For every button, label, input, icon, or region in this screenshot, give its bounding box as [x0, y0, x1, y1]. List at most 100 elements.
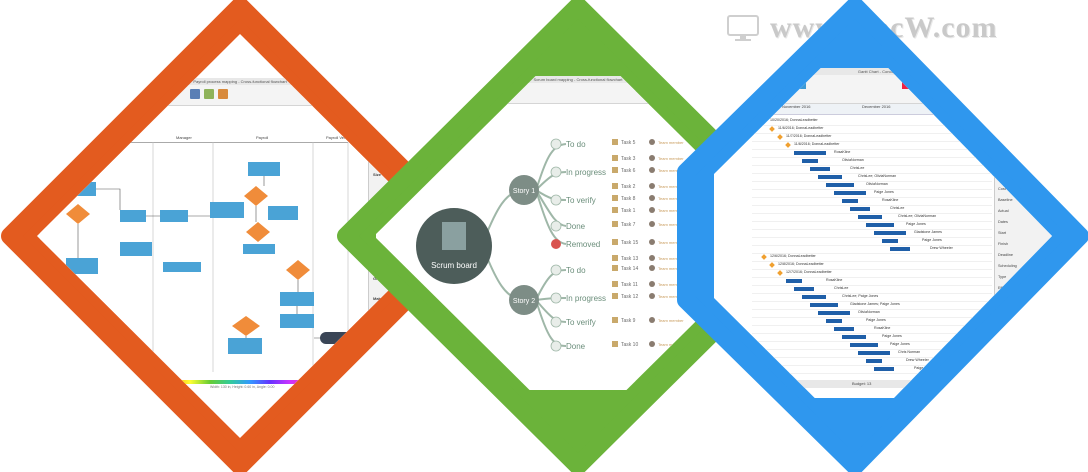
gantt-row-label: Paige Jones [874, 190, 894, 194]
milestone-marker[interactable] [761, 254, 767, 260]
task-bar[interactable] [834, 191, 866, 195]
gantt-row-label: RosaKline [826, 278, 843, 282]
gantt-row[interactable]: RosaKline [752, 278, 992, 286]
task-bar[interactable] [826, 183, 854, 187]
milestone-marker[interactable] [769, 262, 775, 268]
gantt-row[interactable]: 11/6/2016; DonnaLeadbetter [752, 126, 992, 134]
milestone-marker[interactable] [777, 270, 783, 276]
gantt-row[interactable]: 10/20/2016; DonnaLeadbetter [752, 118, 992, 126]
gantt-row[interactable]: 11/8/2016; DonnaLeadbetter [752, 142, 992, 150]
ribbon-icon[interactable] [912, 81, 920, 89]
task-bar[interactable] [866, 223, 894, 227]
task-bar[interactable] [842, 335, 866, 339]
task-bar[interactable] [866, 359, 882, 363]
side-field-label: Actual [998, 209, 1009, 213]
gantt-row[interactable]: ChrisLee; OliviaNorman [752, 174, 992, 182]
task-chip[interactable]: Task 7 Team member [612, 221, 684, 228]
gantt-row[interactable]: Paige Jones [752, 190, 992, 198]
milestone-marker[interactable] [761, 118, 767, 124]
task-bar[interactable] [858, 351, 890, 355]
gantt-row[interactable]: OliviaNorman [752, 158, 992, 166]
gantt-row[interactable]: RosaKline [752, 198, 992, 206]
gantt-row[interactable]: 12/8/2016; DonnaLeadbetter [752, 262, 992, 270]
gantt-row[interactable]: Drew Wheeler [752, 246, 992, 254]
ribbon-icon[interactable] [218, 89, 228, 99]
milestone-marker[interactable] [777, 134, 783, 140]
task-bar[interactable] [850, 343, 878, 347]
gantt-row[interactable]: ChrisLee [752, 166, 992, 174]
mindmap-canvas[interactable]: Scrum board Story 1 Story 2 To do In pro… [376, 100, 780, 390]
gantt-row[interactable]: ChrisLee; Paige Jones [752, 294, 992, 302]
ribbon-icon[interactable] [784, 81, 792, 89]
gantt-row[interactable]: Paige Jones [752, 222, 992, 230]
gantt-row[interactable]: Paige Jones [752, 334, 992, 342]
gantt-row[interactable]: Chris Norman [752, 350, 992, 358]
gantt-row-label: OliviaNorman [842, 158, 864, 162]
gantt-row-label: Paige Jones [866, 318, 886, 322]
ribbon-icon[interactable] [922, 81, 930, 89]
gantt-row[interactable]: Paige Jones [752, 238, 992, 246]
task-bar[interactable] [890, 247, 910, 251]
task-bar[interactable] [858, 215, 882, 219]
gantt-row[interactable]: OliviaNorman [752, 310, 992, 318]
task-bar[interactable] [802, 295, 826, 299]
avatar-icon [649, 341, 655, 347]
milestone-marker[interactable] [785, 142, 791, 148]
flowchart-canvas[interactable] [48, 142, 358, 382]
gantt-row[interactable]: RosaKline [752, 326, 992, 334]
gantt-row[interactable]: ChrisLee; OliviaNorman [752, 214, 992, 222]
gantt-row[interactable]: ChrisLee [752, 286, 992, 294]
task-bar[interactable] [810, 303, 838, 307]
gantt-row[interactable]: Paige Jones [752, 342, 992, 350]
ribbon-icon[interactable] [902, 81, 910, 89]
task-bar[interactable] [794, 151, 826, 155]
team-member-label: Team member [658, 222, 684, 227]
gantt-row[interactable]: Paige Jones [752, 366, 992, 374]
task-bar[interactable] [826, 319, 842, 323]
task-bar[interactable] [834, 327, 854, 331]
gantt-row[interactable]: Gladstone James; Paige Jones [752, 302, 992, 310]
gantt-row[interactable]: 11/7/2016; DonnaLeadbetter [752, 134, 992, 142]
gantt-row[interactable]: OliviaNorman [752, 182, 992, 190]
task-bar[interactable] [794, 287, 814, 291]
gantt-row[interactable]: Paige Jones [752, 318, 992, 326]
task-bar[interactable] [786, 279, 802, 283]
task-bar[interactable] [882, 239, 898, 243]
ribbon-icon[interactable] [798, 81, 806, 89]
gantt-row[interactable]: 12/7/2016; DonnaLeadbetter [752, 270, 992, 278]
task-label: Task 12 [621, 294, 638, 300]
task-bar[interactable] [874, 367, 894, 371]
gantt-row[interactable]: Gladstone James [752, 230, 992, 238]
color-palette[interactable] [150, 380, 350, 384]
task-label: Task 7 [621, 222, 636, 228]
ribbon-icon[interactable] [190, 89, 200, 99]
task-bar[interactable] [818, 175, 842, 179]
task-bar[interactable] [850, 207, 870, 211]
gantt-row[interactable]: RosaKline [752, 150, 992, 158]
task-bar[interactable] [810, 167, 830, 171]
task-bar[interactable] [802, 159, 818, 163]
story2-label: Story 2 [513, 298, 535, 305]
ribbon-icon[interactable] [204, 89, 214, 99]
gantt-row[interactable]: ChrisLee [752, 206, 992, 214]
gantt-row[interactable]: 12/6/2016; DonnaLeadbetter [752, 254, 992, 262]
milestone-marker[interactable] [769, 126, 775, 132]
task-bar[interactable] [818, 311, 850, 315]
task-bar[interactable] [874, 231, 906, 235]
task-bar[interactable] [842, 199, 858, 203]
gantt-row[interactable]: Drew Wheeler [752, 358, 992, 366]
